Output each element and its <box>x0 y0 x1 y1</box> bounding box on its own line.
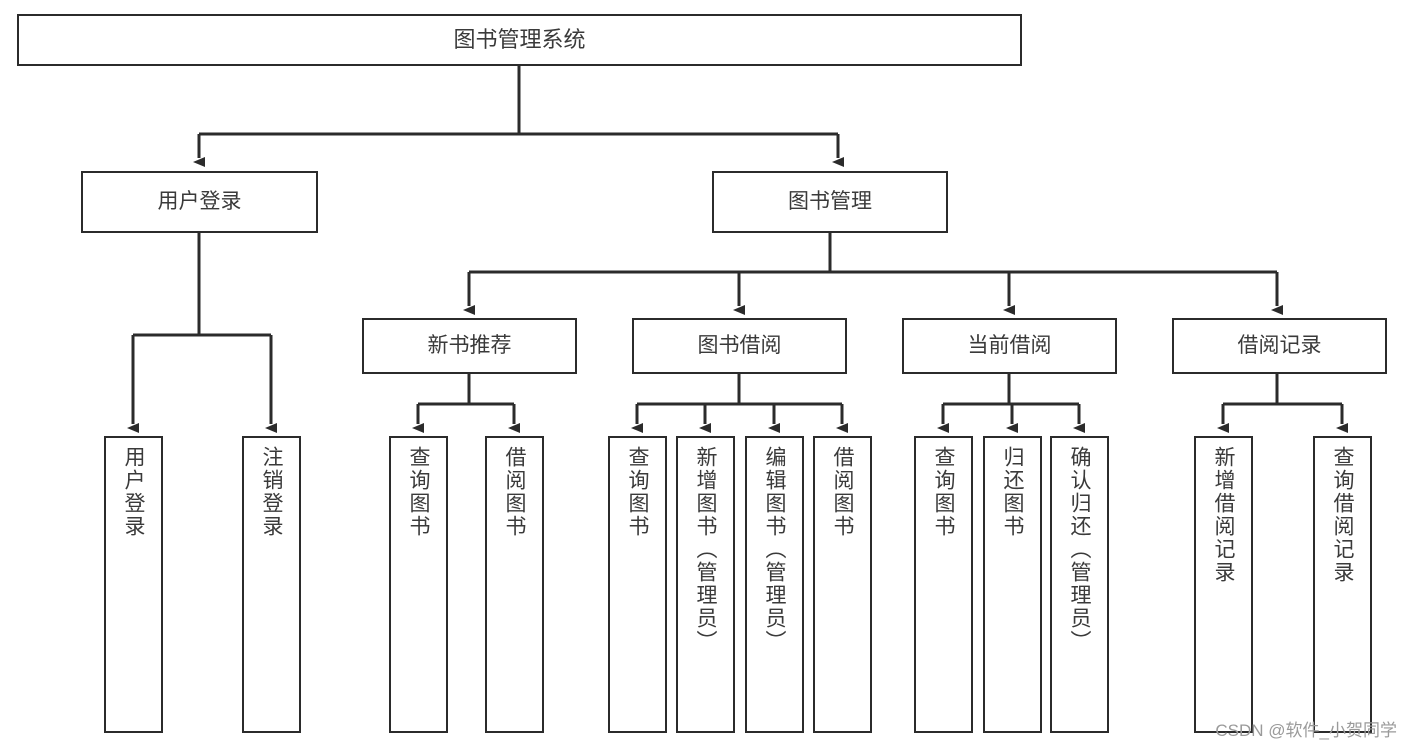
node-leaf-confirm-return-admin[interactable]: 确认归还（管理员） <box>1050 436 1109 733</box>
node-leaf-borrow-book[interactable]: 借阅图书 <box>813 436 872 733</box>
node-leaf-query-book-recommend[interactable]: 查询图书 <box>389 436 448 733</box>
node-book-borrow[interactable]: 图书借阅 <box>632 318 847 374</box>
node-leaf-edit-book-admin[interactable]: 编辑图书（管理员） <box>745 436 804 733</box>
node-label: 注销登录 <box>260 446 283 538</box>
node-leaf-user-login[interactable]: 用户登录 <box>104 436 163 733</box>
node-label: 借阅记录 <box>1237 334 1322 358</box>
node-label: 新增借阅记录 <box>1212 446 1235 584</box>
node-label: 借阅图书 <box>503 446 526 538</box>
node-user-login[interactable]: 用户登录 <box>81 171 318 233</box>
node-label: 图书管理系统 <box>453 26 586 52</box>
node-label: 借阅图书 <box>831 446 854 538</box>
node-book-management[interactable]: 图书管理 <box>712 171 948 233</box>
node-leaf-add-book-admin[interactable]: 新增图书（管理员） <box>676 436 735 733</box>
node-leaf-borrow-book-recommend[interactable]: 借阅图书 <box>485 436 544 733</box>
node-new-book-recommend[interactable]: 新书推荐 <box>362 318 577 374</box>
node-leaf-user-logout[interactable]: 注销登录 <box>242 436 301 733</box>
node-leaf-add-borrow-record[interactable]: 新增借阅记录 <box>1194 436 1253 733</box>
node-label: 新增图书（管理员） <box>694 446 717 653</box>
node-label: 查询图书 <box>626 446 649 538</box>
watermark: CSDN @软件_小贺同学 <box>1215 721 1397 740</box>
node-label: 新书推荐 <box>427 334 512 358</box>
node-leaf-query-borrow-record[interactable]: 查询借阅记录 <box>1313 436 1372 733</box>
node-label: 查询借阅记录 <box>1331 446 1354 584</box>
node-label: 编辑图书（管理员） <box>763 446 786 653</box>
node-label: 图书管理 <box>788 190 872 214</box>
node-label: 确认归还（管理员） <box>1068 446 1091 653</box>
node-label: 查询图书 <box>932 446 955 538</box>
node-label: 归还图书 <box>1001 446 1024 538</box>
node-label: 当前借阅 <box>967 334 1052 358</box>
node-leaf-return-book[interactable]: 归还图书 <box>983 436 1042 733</box>
node-leaf-query-book-borrow[interactable]: 查询图书 <box>608 436 667 733</box>
node-leaf-query-book-current[interactable]: 查询图书 <box>914 436 973 733</box>
node-label: 用户登录 <box>157 190 242 214</box>
node-root-book-management-system[interactable]: 图书管理系统 <box>17 14 1022 66</box>
node-borrow-record[interactable]: 借阅记录 <box>1172 318 1387 374</box>
node-label: 图书借阅 <box>697 334 782 358</box>
node-label: 用户登录 <box>122 446 145 538</box>
node-label: 查询图书 <box>407 446 430 538</box>
node-current-borrow[interactable]: 当前借阅 <box>902 318 1117 374</box>
